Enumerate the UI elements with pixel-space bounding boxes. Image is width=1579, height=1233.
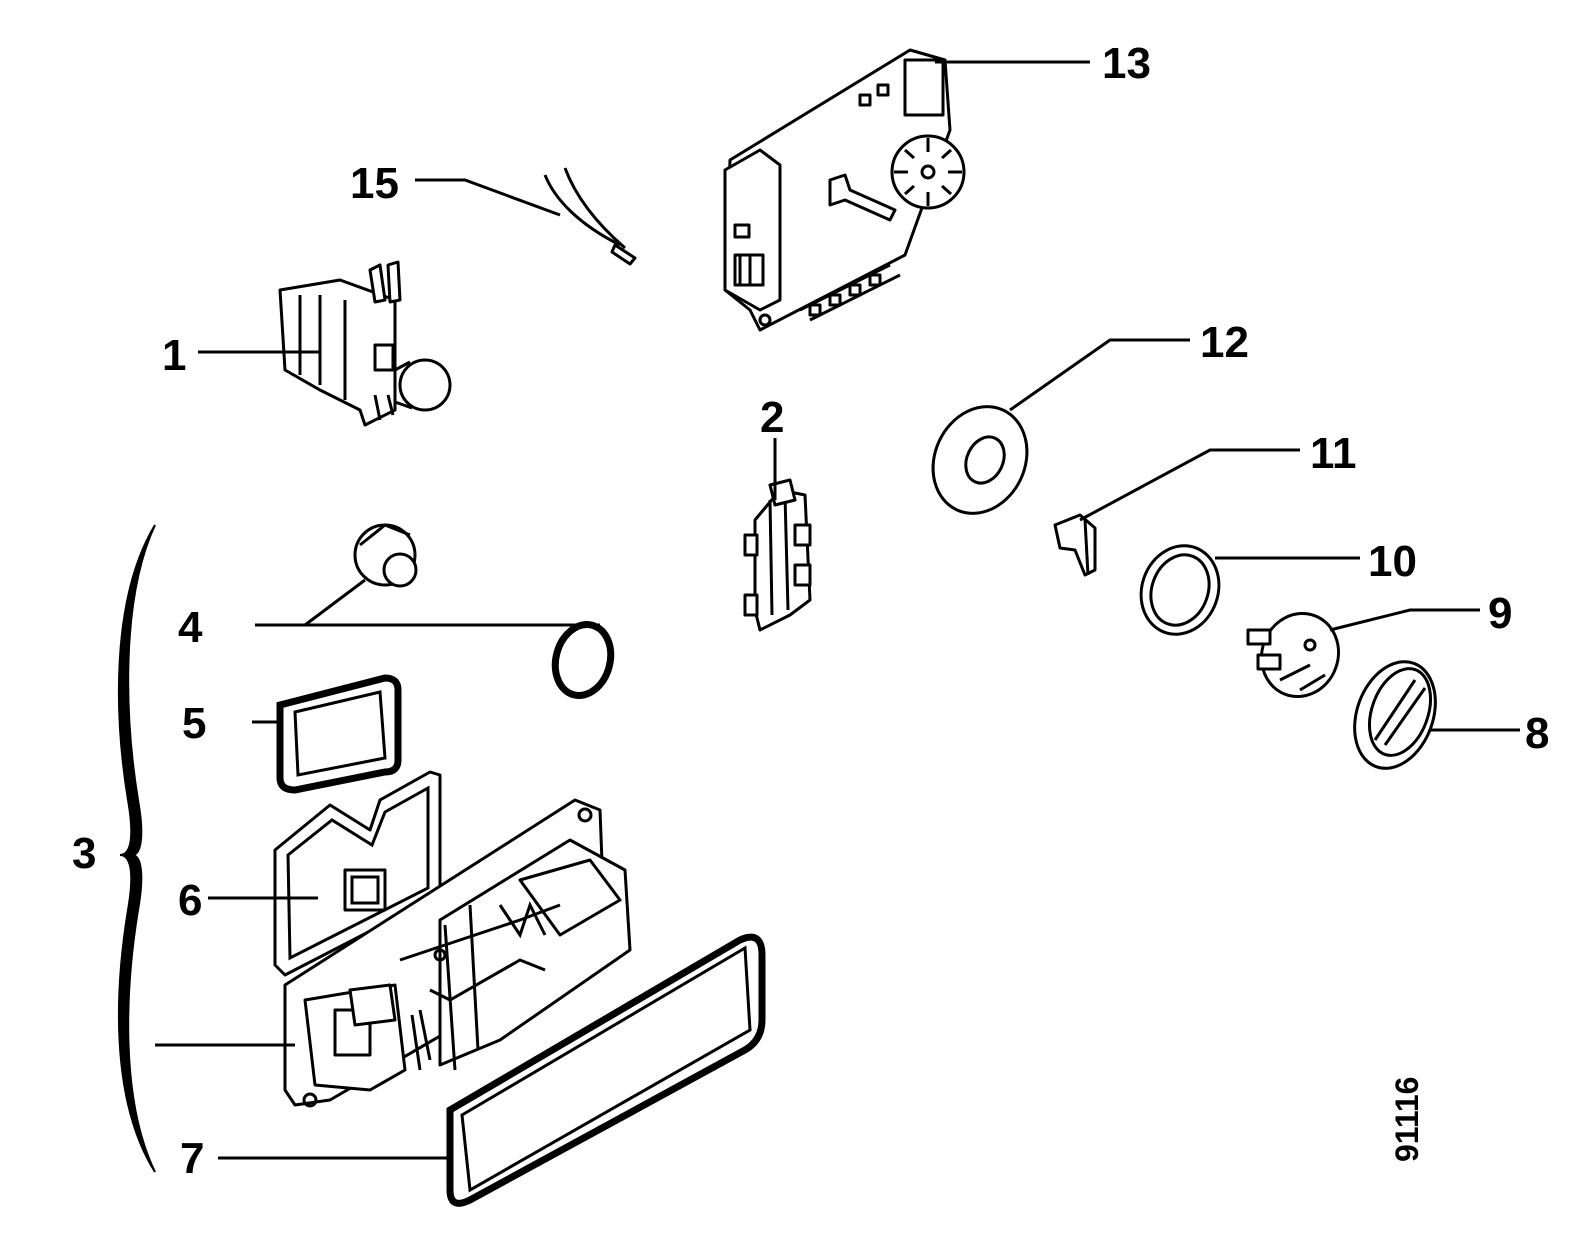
label-13: 13 (1102, 39, 1151, 88)
label-11: 11 (1310, 429, 1357, 478)
part-4-lock-pin (353, 523, 418, 588)
label-5: 5 (182, 699, 206, 748)
label-12: 12 (1200, 318, 1249, 367)
part-5-seal (276, 674, 402, 794)
part-11-clip (1053, 513, 1097, 577)
part-7-door-seal (446, 933, 766, 1207)
part-4-o-ring (551, 621, 615, 699)
label-6: 6 (178, 876, 202, 925)
part-15-sensor (543, 167, 637, 266)
leader-4 (255, 578, 600, 627)
drawing-code: 91116 (1389, 1077, 1425, 1162)
label-8: 8 (1525, 709, 1549, 758)
leader-11 (1079, 448, 1300, 522)
leader-9 (1329, 608, 1480, 632)
part-13-timer (723, 48, 966, 332)
part-10-ring (1139, 544, 1221, 636)
leader-15 (415, 178, 561, 217)
label-3: 3 (72, 829, 96, 878)
part-6-gasket (273, 770, 442, 977)
label-1: 1 (162, 331, 186, 380)
part-1-switch (278, 260, 452, 427)
label-2: 2 (760, 393, 784, 442)
leader-12 (1009, 338, 1190, 412)
label-10: 10 (1368, 537, 1417, 586)
label-7: 7 (180, 1134, 204, 1183)
label-9: 9 (1488, 589, 1512, 638)
label-4: 4 (178, 603, 203, 652)
part-2-microswitch (743, 478, 812, 632)
part-9-knob-insert (1246, 611, 1340, 699)
part-12-washer (931, 405, 1029, 515)
label-15: 15 (350, 159, 399, 208)
group-3-brace (117, 524, 156, 1173)
door-lock-assembly (283, 798, 632, 1108)
part-8-knob (1353, 660, 1437, 770)
